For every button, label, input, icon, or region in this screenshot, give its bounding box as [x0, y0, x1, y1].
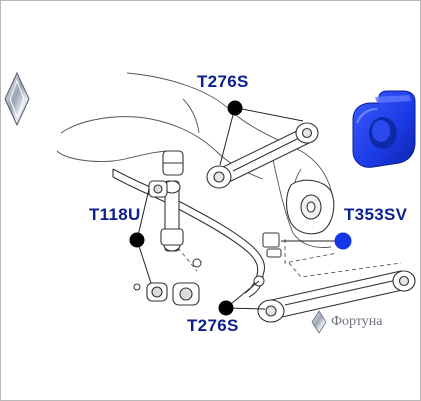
- part-label-t118u: T118U: [89, 205, 141, 224]
- watermark-logo-icon: [311, 310, 327, 334]
- upper-control-arm: [206, 122, 319, 189]
- callout-dot-t118u: [129, 232, 145, 248]
- mounting-hardware: [133, 232, 282, 291]
- reference-lines: [168, 236, 402, 278]
- brand-logo-icon: [4, 71, 30, 127]
- blue-bushing-product-image: [352, 90, 416, 168]
- stabilizer-bushing-upper: [148, 180, 168, 198]
- callout-dot-t353sv: [334, 232, 352, 250]
- part-label-t353sv: T353SV: [344, 205, 408, 224]
- watermark-text: Фортуна: [331, 314, 383, 329]
- stabilizer-link: [160, 150, 184, 252]
- callout-dot-t276-top: [227, 100, 243, 116]
- part-label-t276s-lower: T276S: [187, 316, 239, 335]
- knuckle: [285, 179, 335, 235]
- callout-dot-t276-bottom: [218, 300, 234, 316]
- part-label-t276s-upper: T276S: [197, 72, 249, 91]
- lower-control-arm: [257, 270, 416, 323]
- stabilizer-bushing-lower: [146, 282, 200, 306]
